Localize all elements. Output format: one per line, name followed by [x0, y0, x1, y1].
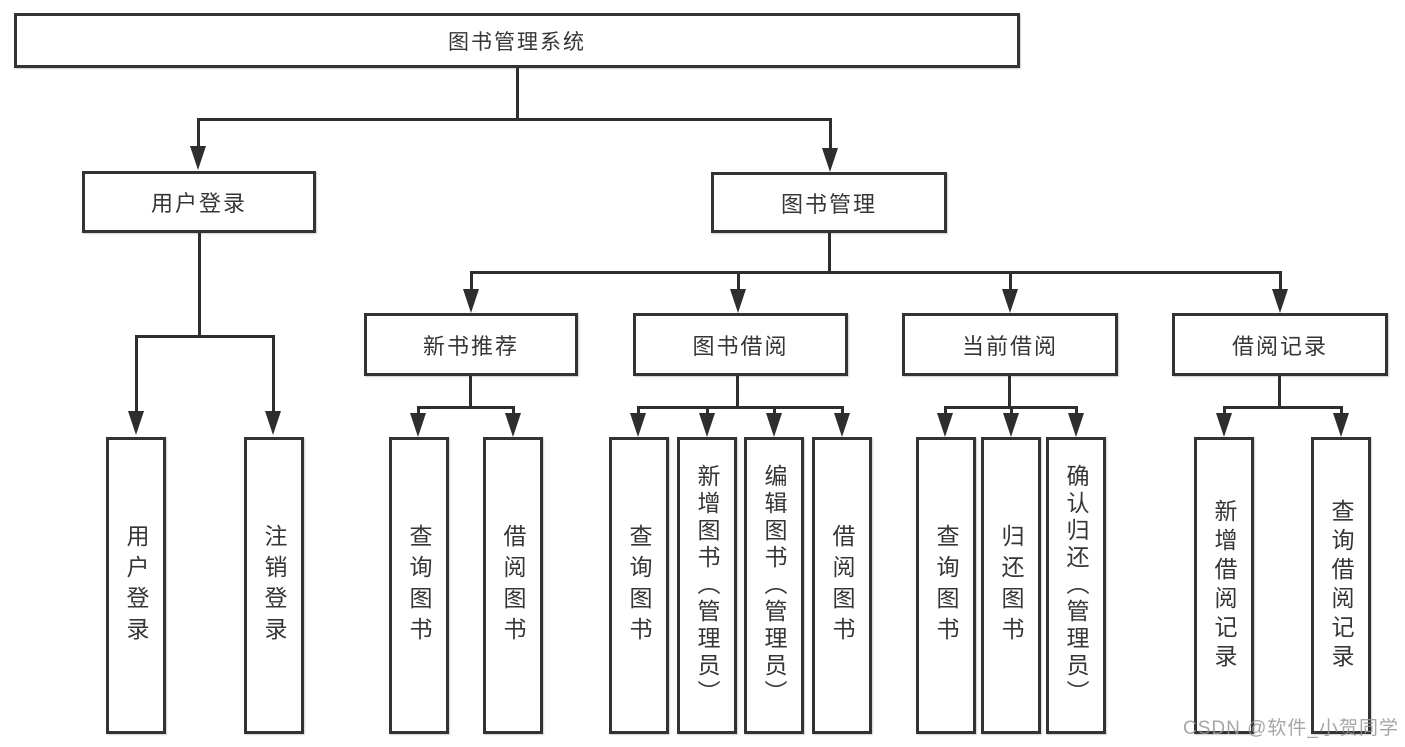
leaf-borrow-books: 借阅图书 [812, 437, 872, 734]
connector-line [1009, 271, 1012, 291]
leaf-add-borrow-record: 新增借阅记录 [1194, 437, 1254, 734]
arrow-down-icon [1003, 413, 1019, 437]
connector-line [828, 233, 831, 274]
node-new-book-recommendation: 新书推荐 [364, 313, 578, 376]
arrow-down-icon [1272, 289, 1288, 313]
connector-line [773, 406, 776, 418]
connector-line [470, 271, 473, 291]
connector-line [1340, 406, 1343, 418]
connector-line [272, 335, 275, 413]
watermark-text: CSDN @软件_小贺同学 [1183, 718, 1399, 739]
connector-line [737, 271, 740, 291]
arrow-down-icon [463, 289, 479, 313]
connector-line [1223, 406, 1343, 409]
connector-line [417, 406, 420, 418]
connector-line [197, 118, 200, 148]
arrow-down-icon [630, 413, 646, 437]
connector-line [198, 233, 201, 337]
leaf-user-login: 用户登录 [106, 437, 166, 734]
leaf-query-books-current: 查询图书 [916, 437, 976, 734]
node-system-root: 图书管理系统 [14, 13, 1020, 68]
connector-line [470, 271, 1281, 274]
arrow-down-icon [505, 413, 521, 437]
arrow-down-icon [766, 413, 782, 437]
leaf-query-books-borrow: 查询图书 [609, 437, 669, 734]
connector-line [841, 406, 844, 418]
arrow-down-icon [730, 289, 746, 313]
arrow-down-icon [699, 413, 715, 437]
arrow-down-icon [128, 411, 144, 435]
connector-line [1278, 376, 1281, 409]
connector-line [1010, 406, 1013, 418]
leaf-return-books: 归还图书 [981, 437, 1041, 734]
connector-line [637, 406, 640, 418]
connector-line [512, 406, 515, 418]
node-user-login: 用户登录 [82, 171, 316, 233]
leaf-borrow-books-recommend: 借阅图书 [483, 437, 543, 734]
arrow-down-icon [1216, 413, 1232, 437]
connector-line [135, 335, 138, 413]
leaf-edit-books-admin: 编辑图书（管理员） [744, 437, 804, 734]
connector-line [417, 406, 515, 409]
connector-line [1008, 376, 1011, 409]
connector-line [135, 335, 275, 338]
connector-line [829, 118, 832, 150]
arrow-down-icon [265, 411, 281, 435]
connector-line [1223, 406, 1226, 418]
node-book-borrowing: 图书借阅 [633, 313, 848, 376]
connector-line [469, 376, 472, 409]
arrow-down-icon [410, 413, 426, 437]
connector-line [197, 118, 832, 121]
arrow-down-icon [834, 413, 850, 437]
connector-line [1279, 271, 1282, 291]
connector-line [736, 376, 739, 409]
arrow-down-icon [190, 146, 206, 170]
node-current-borrowing: 当前借阅 [902, 313, 1118, 376]
connector-line [706, 406, 709, 418]
arrow-down-icon [822, 148, 838, 172]
leaf-query-borrow-record: 查询借阅记录 [1311, 437, 1371, 734]
connector-line [1075, 406, 1078, 418]
arrow-down-icon [937, 413, 953, 437]
connector-line [637, 406, 844, 409]
leaf-logout: 注销登录 [244, 437, 304, 734]
node-book-management: 图书管理 [711, 172, 947, 233]
leaf-query-books-recommend: 查询图书 [389, 437, 449, 734]
arrow-down-icon [1068, 413, 1084, 437]
arrow-down-icon [1333, 413, 1349, 437]
connector-line [944, 406, 947, 418]
arrow-down-icon [1002, 289, 1018, 313]
connector-line [516, 68, 519, 118]
node-borrowing-records: 借阅记录 [1172, 313, 1388, 376]
leaf-add-books-admin: 新增图书（管理员） [677, 437, 737, 734]
leaf-confirm-return-admin: 确认归还（管理员） [1046, 437, 1106, 734]
